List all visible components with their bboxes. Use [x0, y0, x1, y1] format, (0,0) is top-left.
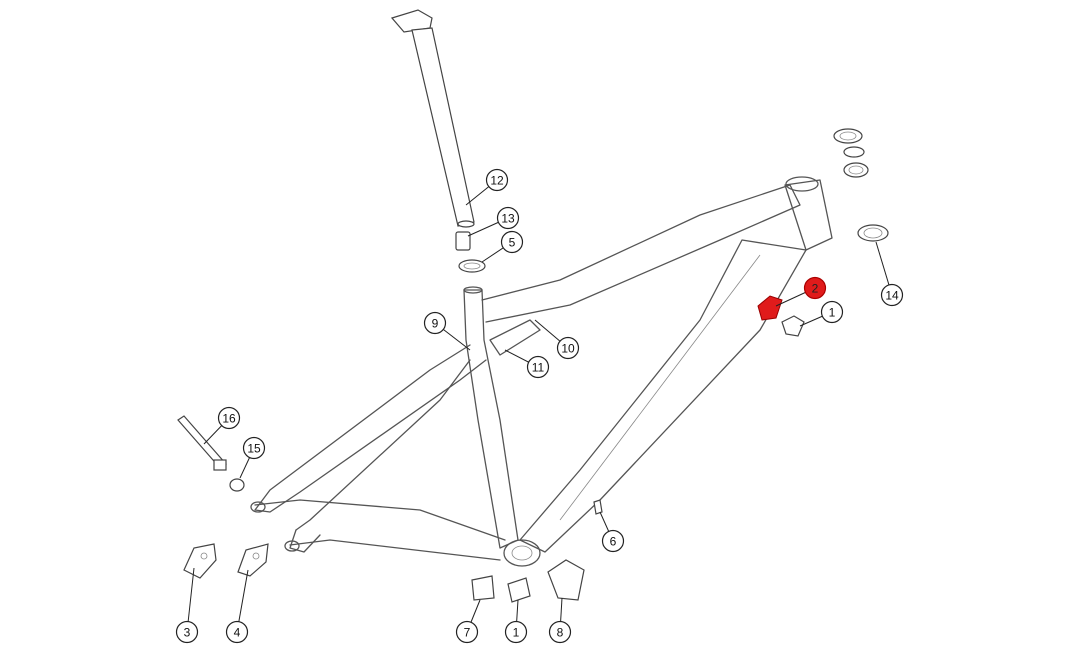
callout-4[interactable]: 4	[225, 620, 249, 644]
callout-label: 11	[532, 361, 545, 375]
callout-12[interactable]: 12	[485, 168, 509, 192]
callout-label: 12	[490, 174, 504, 188]
callout-9[interactable]: 9	[423, 311, 447, 335]
callout-label: 16	[222, 412, 236, 426]
callout-label: 7	[464, 626, 471, 640]
callout-label: 13	[501, 212, 515, 226]
callout-10[interactable]: 10	[556, 336, 580, 360]
callout-3[interactable]: 3	[175, 620, 199, 644]
callout-1[interactable]: 1	[820, 300, 844, 324]
callout-label: 3	[184, 626, 191, 640]
callout-1[interactable]: 1	[504, 620, 528, 644]
seat-clamp[interactable]	[458, 259, 486, 273]
callout-8[interactable]: 8	[548, 620, 572, 644]
callout-label: 2	[812, 282, 819, 296]
callout-13[interactable]: 13	[496, 206, 520, 230]
callout-label: 1	[829, 306, 836, 320]
callout-2-highlighted[interactable]: 2	[803, 276, 827, 300]
callout-7[interactable]: 7	[455, 620, 479, 644]
cable-port[interactable]	[781, 315, 805, 337]
callout-14[interactable]: 14	[880, 283, 904, 307]
rear-axle[interactable]	[177, 415, 227, 471]
bb-cover[interactable]	[471, 575, 495, 601]
callout-label: 1	[513, 626, 520, 640]
callout-5[interactable]: 5	[500, 230, 524, 254]
callout-label: 5	[509, 236, 516, 250]
cable-guide[interactable]	[507, 577, 531, 603]
callout-label: 10	[561, 342, 575, 356]
seatpost-wedge[interactable]	[455, 231, 471, 251]
headset-parts[interactable]	[833, 128, 889, 242]
callout-label: 8	[557, 626, 564, 640]
callout-label: 9	[432, 317, 439, 331]
derailleur-hanger-4[interactable]	[237, 543, 269, 577]
callout-16[interactable]: 16	[217, 406, 241, 430]
bolt[interactable]	[593, 499, 603, 515]
derailleur-hanger-3[interactable]	[183, 543, 217, 579]
seatpost[interactable]	[390, 9, 475, 228]
axle-nut[interactable]	[229, 478, 245, 492]
callout-label: 15	[247, 442, 261, 456]
callout-6[interactable]: 6	[601, 529, 625, 553]
callout-11[interactable]: 11	[526, 355, 550, 379]
callout-15[interactable]: 15	[242, 436, 266, 460]
callout-label: 6	[610, 535, 617, 549]
cable-port-highlighted[interactable]	[757, 295, 783, 321]
frame[interactable]	[250, 176, 833, 567]
callout-label: 4	[234, 626, 241, 640]
callout-label: 14	[885, 289, 899, 303]
leader-lines	[186, 179, 893, 633]
chain-guide[interactable]	[547, 559, 585, 601]
